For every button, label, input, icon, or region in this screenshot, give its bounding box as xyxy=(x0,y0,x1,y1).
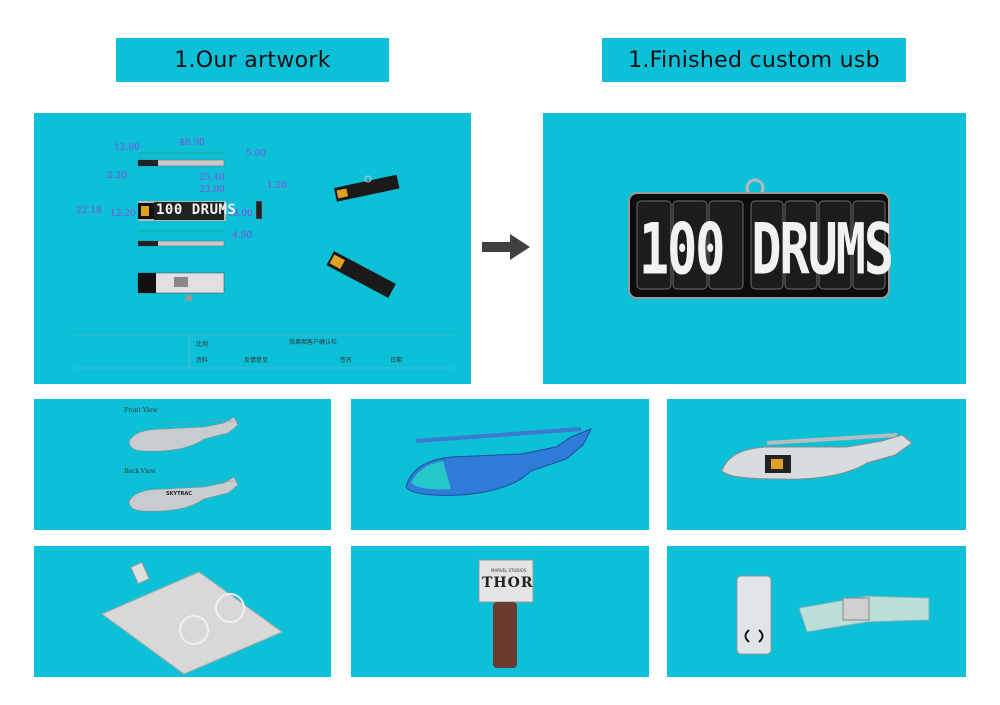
helicopter-silver-panel xyxy=(667,399,966,530)
dim-label: 12.00 xyxy=(114,143,140,153)
dim-label: 22.18 xyxy=(76,206,102,216)
product-render xyxy=(628,178,890,299)
dim-label: 18.00 xyxy=(227,209,253,219)
table-label: 资料 xyxy=(196,357,209,364)
artwork-logo: 100 DRUMS xyxy=(156,202,237,218)
helicopter-drawing xyxy=(128,416,239,512)
dim-label: 48.90 xyxy=(179,138,205,148)
card-usb-panel xyxy=(34,546,331,677)
helicopter-blue-panel xyxy=(351,399,649,530)
table-label: 日期 xyxy=(390,357,403,364)
table-label: 反馈意见 xyxy=(244,357,269,364)
dim-label: 25.40 xyxy=(199,173,225,183)
header-our-artwork: 1.Our artwork xyxy=(116,38,389,82)
table-label: 效果图客户确认栏 xyxy=(289,339,338,346)
crystal-usb-image xyxy=(736,575,930,655)
thor-title: THOR xyxy=(482,575,534,591)
card-usb-image xyxy=(101,561,284,675)
table-label: 比例 xyxy=(196,341,209,348)
dim-label: 4.90 xyxy=(232,231,253,241)
brand-text: SKYTRAC xyxy=(166,491,192,497)
finished-panel: 100 DRUMS xyxy=(543,113,966,384)
thor-usb-image xyxy=(478,559,534,668)
product-logo: 100 DRUMS xyxy=(639,209,894,291)
table-label: 签名 xyxy=(340,357,353,364)
technical-drawing xyxy=(74,152,454,369)
helicopter-artwork-panel: Front View Back View SKYTRAC xyxy=(34,399,331,530)
silver-helicopter-image xyxy=(721,433,913,480)
front-view-label: Front View xyxy=(124,407,158,414)
thor-brand: MARVEL STUDIOS xyxy=(491,568,527,573)
back-view-label: Back View xyxy=(124,468,156,475)
dim-label: 5.00 xyxy=(246,149,267,159)
crystal-usb-panel xyxy=(667,546,966,677)
dim-label: 23.00 xyxy=(199,185,225,195)
dim-label: 2.20 xyxy=(107,171,128,181)
arrow-right-icon xyxy=(482,234,530,260)
blue-helicopter-image xyxy=(405,427,593,496)
dim-label: 12.20 xyxy=(110,209,136,219)
dim-label: 1.20 xyxy=(267,181,288,191)
header-finished-usb: 1.Finished custom usb xyxy=(602,38,906,82)
thor-usb-panel: MARVEL STUDIOS THOR xyxy=(351,546,649,677)
artwork-panel: 12.00 48.90 5.00 2.20 25.40 23.00 1.20 2… xyxy=(34,113,471,384)
